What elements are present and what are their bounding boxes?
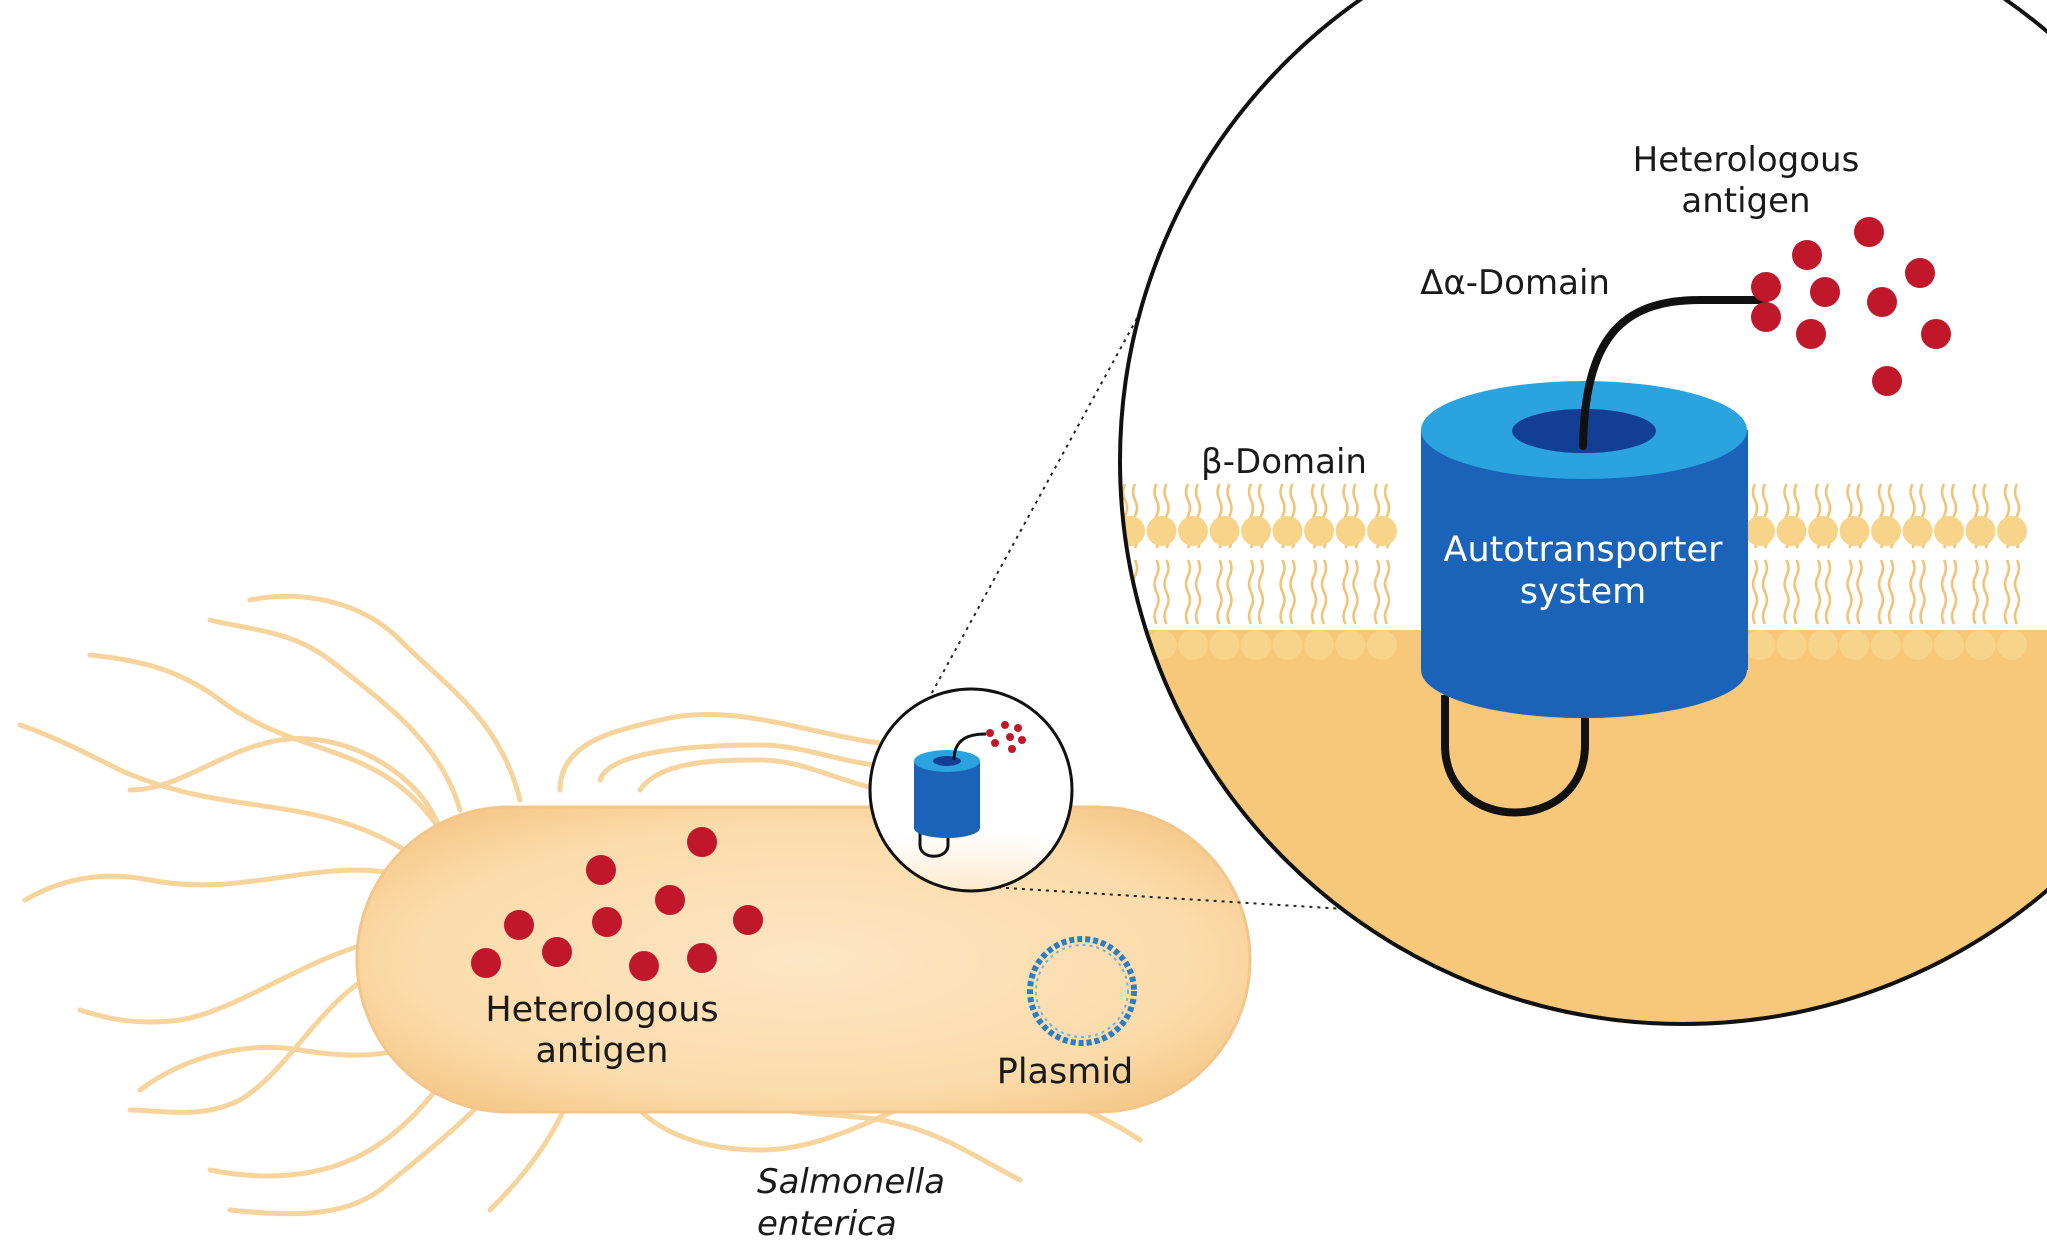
organism-label-2: enterica (757, 1204, 897, 1244)
antigen-dot-icon (1014, 724, 1022, 732)
antigen-dot-icon (986, 729, 994, 737)
organism-label-1: Salmonella (757, 1162, 945, 1202)
antigen-dot-icon (471, 948, 501, 978)
zoom-antigen-label-1: Heterologous (1633, 140, 1860, 180)
antigen-dots-zoom (1751, 217, 1951, 396)
alpha-domain-label: Δα-Domain (1420, 263, 1610, 303)
antigen-dot-icon (1867, 287, 1897, 317)
antigen-dot-icon (1921, 319, 1951, 349)
antigen-dot-icon (629, 951, 659, 981)
antigen-dot-icon (1792, 240, 1822, 270)
antigen-dot-icon (1905, 258, 1935, 288)
antigen-dot-icon (1006, 733, 1014, 741)
antigen-dot-icon (1001, 721, 1009, 729)
antigen-dot-icon (1810, 277, 1840, 307)
antigen-dot-icon (733, 905, 763, 935)
antigen-dot-icon (504, 910, 534, 940)
antigen-dot-icon (687, 943, 717, 973)
alpha-domain-chain (1579, 296, 1769, 450)
antigen-dot-icon (1796, 319, 1826, 349)
plasmid-label: Plasmid (997, 1052, 1134, 1092)
antigen-dot-icon (1751, 302, 1781, 332)
zoom-antigen-label-2: antigen (1681, 181, 1810, 221)
autotransporter-label-1: Autotransporter (1444, 530, 1724, 570)
antigen-dot-icon (1854, 217, 1884, 247)
antigen-dot-icon (1008, 745, 1016, 753)
antigen-dot-icon (687, 827, 717, 857)
lipid-bilayer-icon (1120, 483, 2027, 660)
zoom-inset: Autotransporter system Δα-Domain β-Domai… (1118, 0, 2047, 1026)
antigen-dots-cell (471, 827, 763, 981)
antigen-dot-icon (655, 885, 685, 915)
antigen-dot-icon (1872, 366, 1902, 396)
bacterium-cell (355, 805, 1252, 1114)
autotransporter-label-2: system (1520, 572, 1647, 612)
autotransporter-cylinder-icon (1421, 381, 1748, 718)
antigen-dot-icon (1751, 272, 1781, 302)
beta-domain-label: β-Domain (1201, 442, 1367, 482)
cell-antigen-label-2: antigen (535, 1031, 668, 1071)
antigen-dot-icon (586, 855, 616, 885)
beta-loop (1441, 695, 1589, 817)
cell-antigen-label-1: Heterologous (485, 990, 718, 1030)
antigen-dot-icon (542, 937, 572, 967)
antigen-dot-icon (991, 739, 999, 747)
antigen-dot-icon (592, 907, 622, 937)
antigen-dot-icon (1018, 736, 1026, 744)
plasmid-ring-icon (1027, 936, 1137, 1046)
